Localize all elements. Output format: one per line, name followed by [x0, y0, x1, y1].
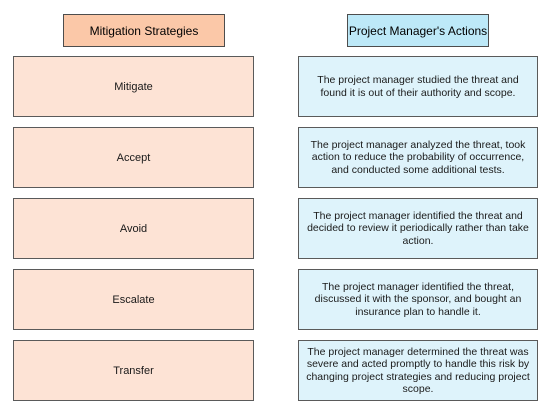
strategies-header: Mitigation Strategies — [63, 14, 225, 47]
strategy-accept[interactable]: Accept — [13, 127, 254, 188]
strategy-transfer[interactable]: Transfer — [13, 340, 254, 401]
strategy-escalate[interactable]: Escalate — [13, 269, 254, 330]
actions-header: Project Manager's Actions — [347, 14, 489, 47]
strategy-avoid[interactable]: Avoid — [13, 198, 254, 259]
action-card-3[interactable]: The project manager identified the threa… — [298, 198, 538, 259]
action-card-2[interactable]: The project manager analyzed the threat,… — [298, 127, 538, 188]
action-card-5[interactable]: The project manager determined the threa… — [298, 340, 538, 401]
action-card-4[interactable]: The project manager identified the threa… — [298, 269, 538, 330]
action-card-1[interactable]: The project manager studied the threat a… — [298, 56, 538, 117]
strategy-mitigate[interactable]: Mitigate — [13, 56, 254, 117]
